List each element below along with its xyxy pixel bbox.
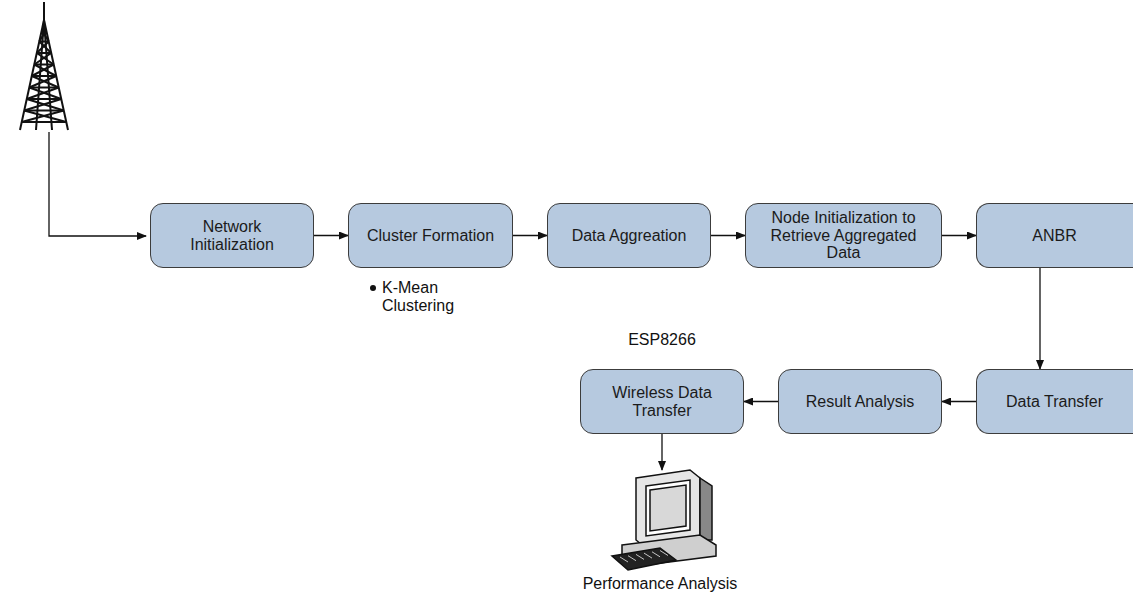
flow-arrow: [711, 235, 745, 236]
output-arrow: [661, 434, 662, 470]
process-box: Cluster Formation: [348, 203, 513, 268]
flow-arrow: [744, 401, 778, 402]
flow-arrow: [314, 235, 348, 236]
tower-icon: [20, 2, 68, 130]
box-label: Data Transfer: [1006, 393, 1103, 411]
process-box: Node Initialization to Retrieve Aggregat…: [745, 203, 942, 268]
box-label: Node Initialization to Retrieve Aggregat…: [754, 209, 933, 263]
process-box: Wireless Data Transfer: [580, 369, 744, 434]
process-box: ANBR: [976, 203, 1133, 268]
box-label: Wireless Data Transfer: [589, 384, 735, 420]
caption-label: Performance Analysis: [555, 575, 765, 593]
bullet-note: K-Mean Clustering: [382, 279, 492, 316]
box-label: Cluster Formation: [367, 227, 494, 245]
process-box: Result Analysis: [778, 369, 942, 434]
box-label: Network Initialization: [159, 218, 305, 254]
process-box: Network Initialization: [150, 203, 314, 268]
process-box: Data Aggreation: [547, 203, 711, 268]
box-label: Data Aggreation: [572, 227, 687, 245]
computer-icon: [612, 470, 716, 570]
flow-arrow: [1039, 268, 1040, 369]
bullet-dot: [370, 285, 376, 291]
box-label: Result Analysis: [806, 393, 915, 411]
flow-arrow: [942, 235, 976, 236]
flow-arrow: [513, 235, 547, 236]
flow-arrow: [942, 401, 976, 402]
feed-line: [49, 132, 146, 236]
module-name: ESP8266: [612, 331, 712, 349]
process-box: Data Transfer: [976, 369, 1133, 434]
box-label: ANBR: [1032, 227, 1076, 245]
